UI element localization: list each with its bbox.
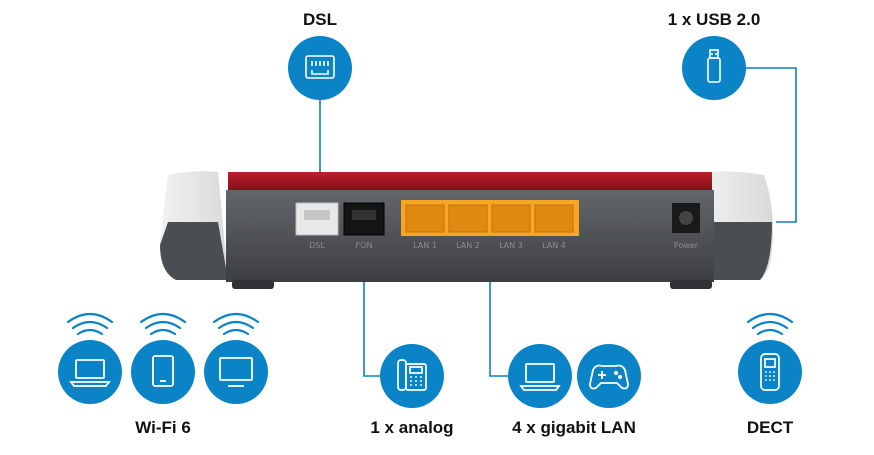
port-label-power: Power bbox=[674, 241, 699, 250]
cordless-phone-icon bbox=[760, 353, 780, 391]
lan1-port bbox=[405, 204, 445, 233]
dsl-label: DSL bbox=[303, 10, 337, 29]
lan-devices bbox=[508, 344, 641, 408]
wifi-waves-icon bbox=[66, 312, 114, 336]
router-right-cap-lower bbox=[700, 222, 772, 280]
tablet-circle bbox=[131, 340, 195, 404]
dect-device bbox=[738, 312, 802, 404]
usb-icon bbox=[682, 36, 746, 100]
wifi-waves-icon bbox=[746, 312, 794, 336]
usb-stick-icon bbox=[707, 49, 721, 83]
port-label-fon: FON bbox=[356, 241, 373, 250]
phone-icon bbox=[397, 359, 427, 391]
lan3-port bbox=[491, 204, 531, 233]
analog-device bbox=[380, 344, 444, 408]
wifi-devices bbox=[58, 312, 268, 404]
analog-label: 1 x analog bbox=[370, 418, 454, 437]
analog-connector bbox=[363, 252, 384, 377]
dsl-port-contacts bbox=[304, 210, 330, 220]
router-left-cap-lower bbox=[160, 222, 228, 280]
port-label-lan2: LAN 2 bbox=[456, 241, 480, 250]
wifi-waves-icon bbox=[139, 312, 187, 336]
power-port-hole bbox=[679, 211, 693, 225]
monitor-circle bbox=[204, 340, 268, 404]
port-label-lan3: LAN 3 bbox=[499, 241, 523, 250]
lan-label: 4 x gigabit LAN bbox=[512, 418, 636, 437]
gamepad-circle bbox=[577, 344, 641, 408]
laptop-icon bbox=[69, 359, 111, 387]
lan4-port bbox=[534, 204, 574, 233]
router-red-stripe bbox=[228, 172, 712, 192]
usb-connector bbox=[742, 67, 797, 223]
lan2-port bbox=[448, 204, 488, 233]
lan-connector bbox=[489, 252, 510, 377]
tablet-icon bbox=[152, 355, 174, 387]
port-label-dsl: DSL bbox=[309, 241, 325, 250]
router: DSL FON LAN 1 LAN 2 LAN 3 LAN 4 Power bbox=[160, 171, 773, 289]
laptop-icon bbox=[519, 363, 561, 391]
wifi-waves-icon bbox=[212, 312, 260, 336]
usb-label: 1 x USB 2.0 bbox=[667, 10, 761, 29]
fon-port-contacts bbox=[352, 210, 376, 220]
laptop-circle bbox=[58, 340, 122, 404]
wifi-label: Wi-Fi 6 bbox=[135, 418, 191, 437]
ethernet-port-icon bbox=[305, 55, 335, 79]
monitor-icon bbox=[219, 357, 253, 387]
lan-laptop-circle bbox=[508, 344, 572, 408]
port-label-lan1: LAN 1 bbox=[413, 241, 437, 250]
gamepad-icon bbox=[589, 364, 629, 390]
port-label-lan4: LAN 4 bbox=[542, 241, 566, 250]
dsl-icon bbox=[288, 36, 352, 100]
router-foot-right bbox=[670, 280, 712, 289]
dect-label: DECT bbox=[746, 418, 794, 437]
router-foot-left bbox=[232, 280, 274, 289]
